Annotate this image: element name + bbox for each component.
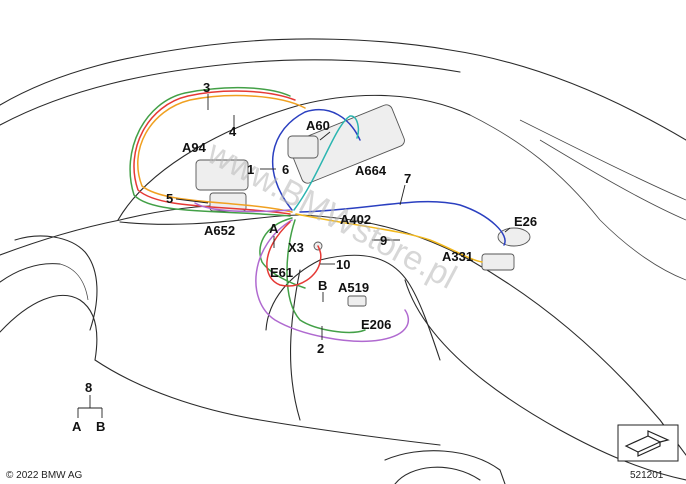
car-orientation-icon [624,430,670,457]
car-body-outline [0,38,686,484]
label-a94: A94 [182,140,207,155]
label-2: 2 [317,341,324,356]
label-6: 6 [282,162,289,177]
legend-branch-a: A [72,419,82,434]
label-a402: A402 [340,212,371,227]
a60-module [287,135,319,159]
label-x3: X3 [288,240,304,255]
a331-module [481,253,515,271]
label-4: 4 [229,124,237,139]
copyright-text: © 2022 BMW AG [6,470,83,481]
label-5: 5 [166,191,173,206]
a94-module [195,159,249,191]
wire-dark-red [266,221,322,287]
label-a: A [269,221,279,236]
a664-module [289,104,405,184]
label-b: B [318,278,327,293]
wire-purple [194,202,410,343]
branch-legend: 8 A B [72,380,105,434]
label-9: 9 [380,233,387,248]
components [195,104,531,307]
label-a652: A652 [204,223,235,238]
orientation-box: 521201 [617,424,679,481]
wire-yellow [295,213,483,263]
label-a60: A60 [306,118,330,133]
legend-branch-b: B [96,419,105,434]
label-e26: E26 [514,214,537,229]
label-a664: A664 [355,163,387,178]
wire-green [129,86,366,334]
e26-lamp [497,227,531,247]
callout-labels: 3 4 A94 A60 1 6 A664 7 5 A652 A A402 X3 … [166,80,537,356]
wiring-harness [129,86,506,343]
label-e206: E206 [361,317,391,332]
wire-orange [137,94,306,213]
label-3: 3 [203,80,210,95]
label-e61: E61 [270,265,293,280]
label-10: 10 [336,257,350,272]
wire-teal [293,115,360,211]
label-7: 7 [404,171,411,186]
label-1: 1 [247,162,254,177]
leader-lines [77,94,511,418]
legend-number: 8 [85,380,92,395]
label-a519: A519 [338,280,369,295]
a519-module [347,295,367,307]
label-a331: A331 [442,249,473,264]
diagram-number: 521201 [630,470,664,481]
